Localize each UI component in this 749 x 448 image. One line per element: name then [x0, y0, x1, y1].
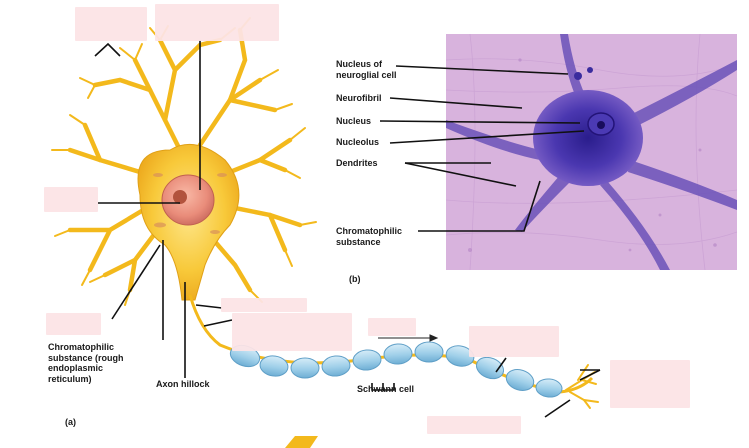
label-neurofibril: Neurofibril — [336, 93, 382, 103]
label-neuroglial-nucleus: Nucleus of neuroglial cell — [336, 59, 397, 80]
micrograph-leader-lines — [379, 65, 585, 232]
label-nucleus: Nucleus — [336, 116, 372, 126]
direction-arrow — [378, 334, 439, 342]
cell-body-stained — [533, 90, 643, 186]
micrograph-panel — [445, 33, 738, 271]
label-mask-dendrites[interactable] — [75, 7, 147, 41]
panel-label-a: (a) — [65, 417, 76, 427]
neuroglial-nucleus-dot — [574, 72, 582, 80]
next-figure-fragment — [285, 436, 318, 448]
label-nucleolus: Nucleolus — [336, 137, 380, 147]
panel-label-b: (b) — [349, 274, 361, 284]
micrograph-nucleolus — [597, 121, 605, 129]
cell-nucleolus — [173, 190, 187, 204]
cell-nucleus — [161, 174, 215, 226]
label-chromatophilic-substance: Chromatophilic substance — [336, 226, 403, 247]
label-dendrites: Dendrites — [336, 158, 378, 168]
diagram-leader-lines — [94, 40, 601, 418]
label-mask-synaptic[interactable] — [427, 416, 521, 434]
label-mask-nucleus[interactable] — [44, 187, 98, 212]
label-mask-myelin[interactable] — [232, 313, 352, 351]
axon-terminals — [565, 364, 599, 409]
label-mask-nucleolus[interactable] — [46, 313, 101, 335]
label-mask-cell-body[interactable] — [155, 4, 279, 41]
myelin-sheath — [229, 341, 563, 398]
nissl-bodies — [153, 173, 227, 234]
label-mask-direction[interactable] — [368, 318, 416, 336]
micrograph-speckles — [468, 58, 717, 252]
label-mask-node[interactable] — [469, 326, 559, 357]
label-mask-axon[interactable] — [221, 298, 307, 312]
label-axon-hillock: Axon hillock — [156, 379, 210, 389]
label-schwann-cell: Schwann cell — [357, 384, 415, 394]
label-chromatophilic-rough-er: Chromatophilic substance (rough endoplas… — [48, 342, 124, 384]
neuroglial-nucleus-dot-2 — [587, 67, 593, 73]
label-mask-terminals[interactable] — [610, 360, 690, 408]
